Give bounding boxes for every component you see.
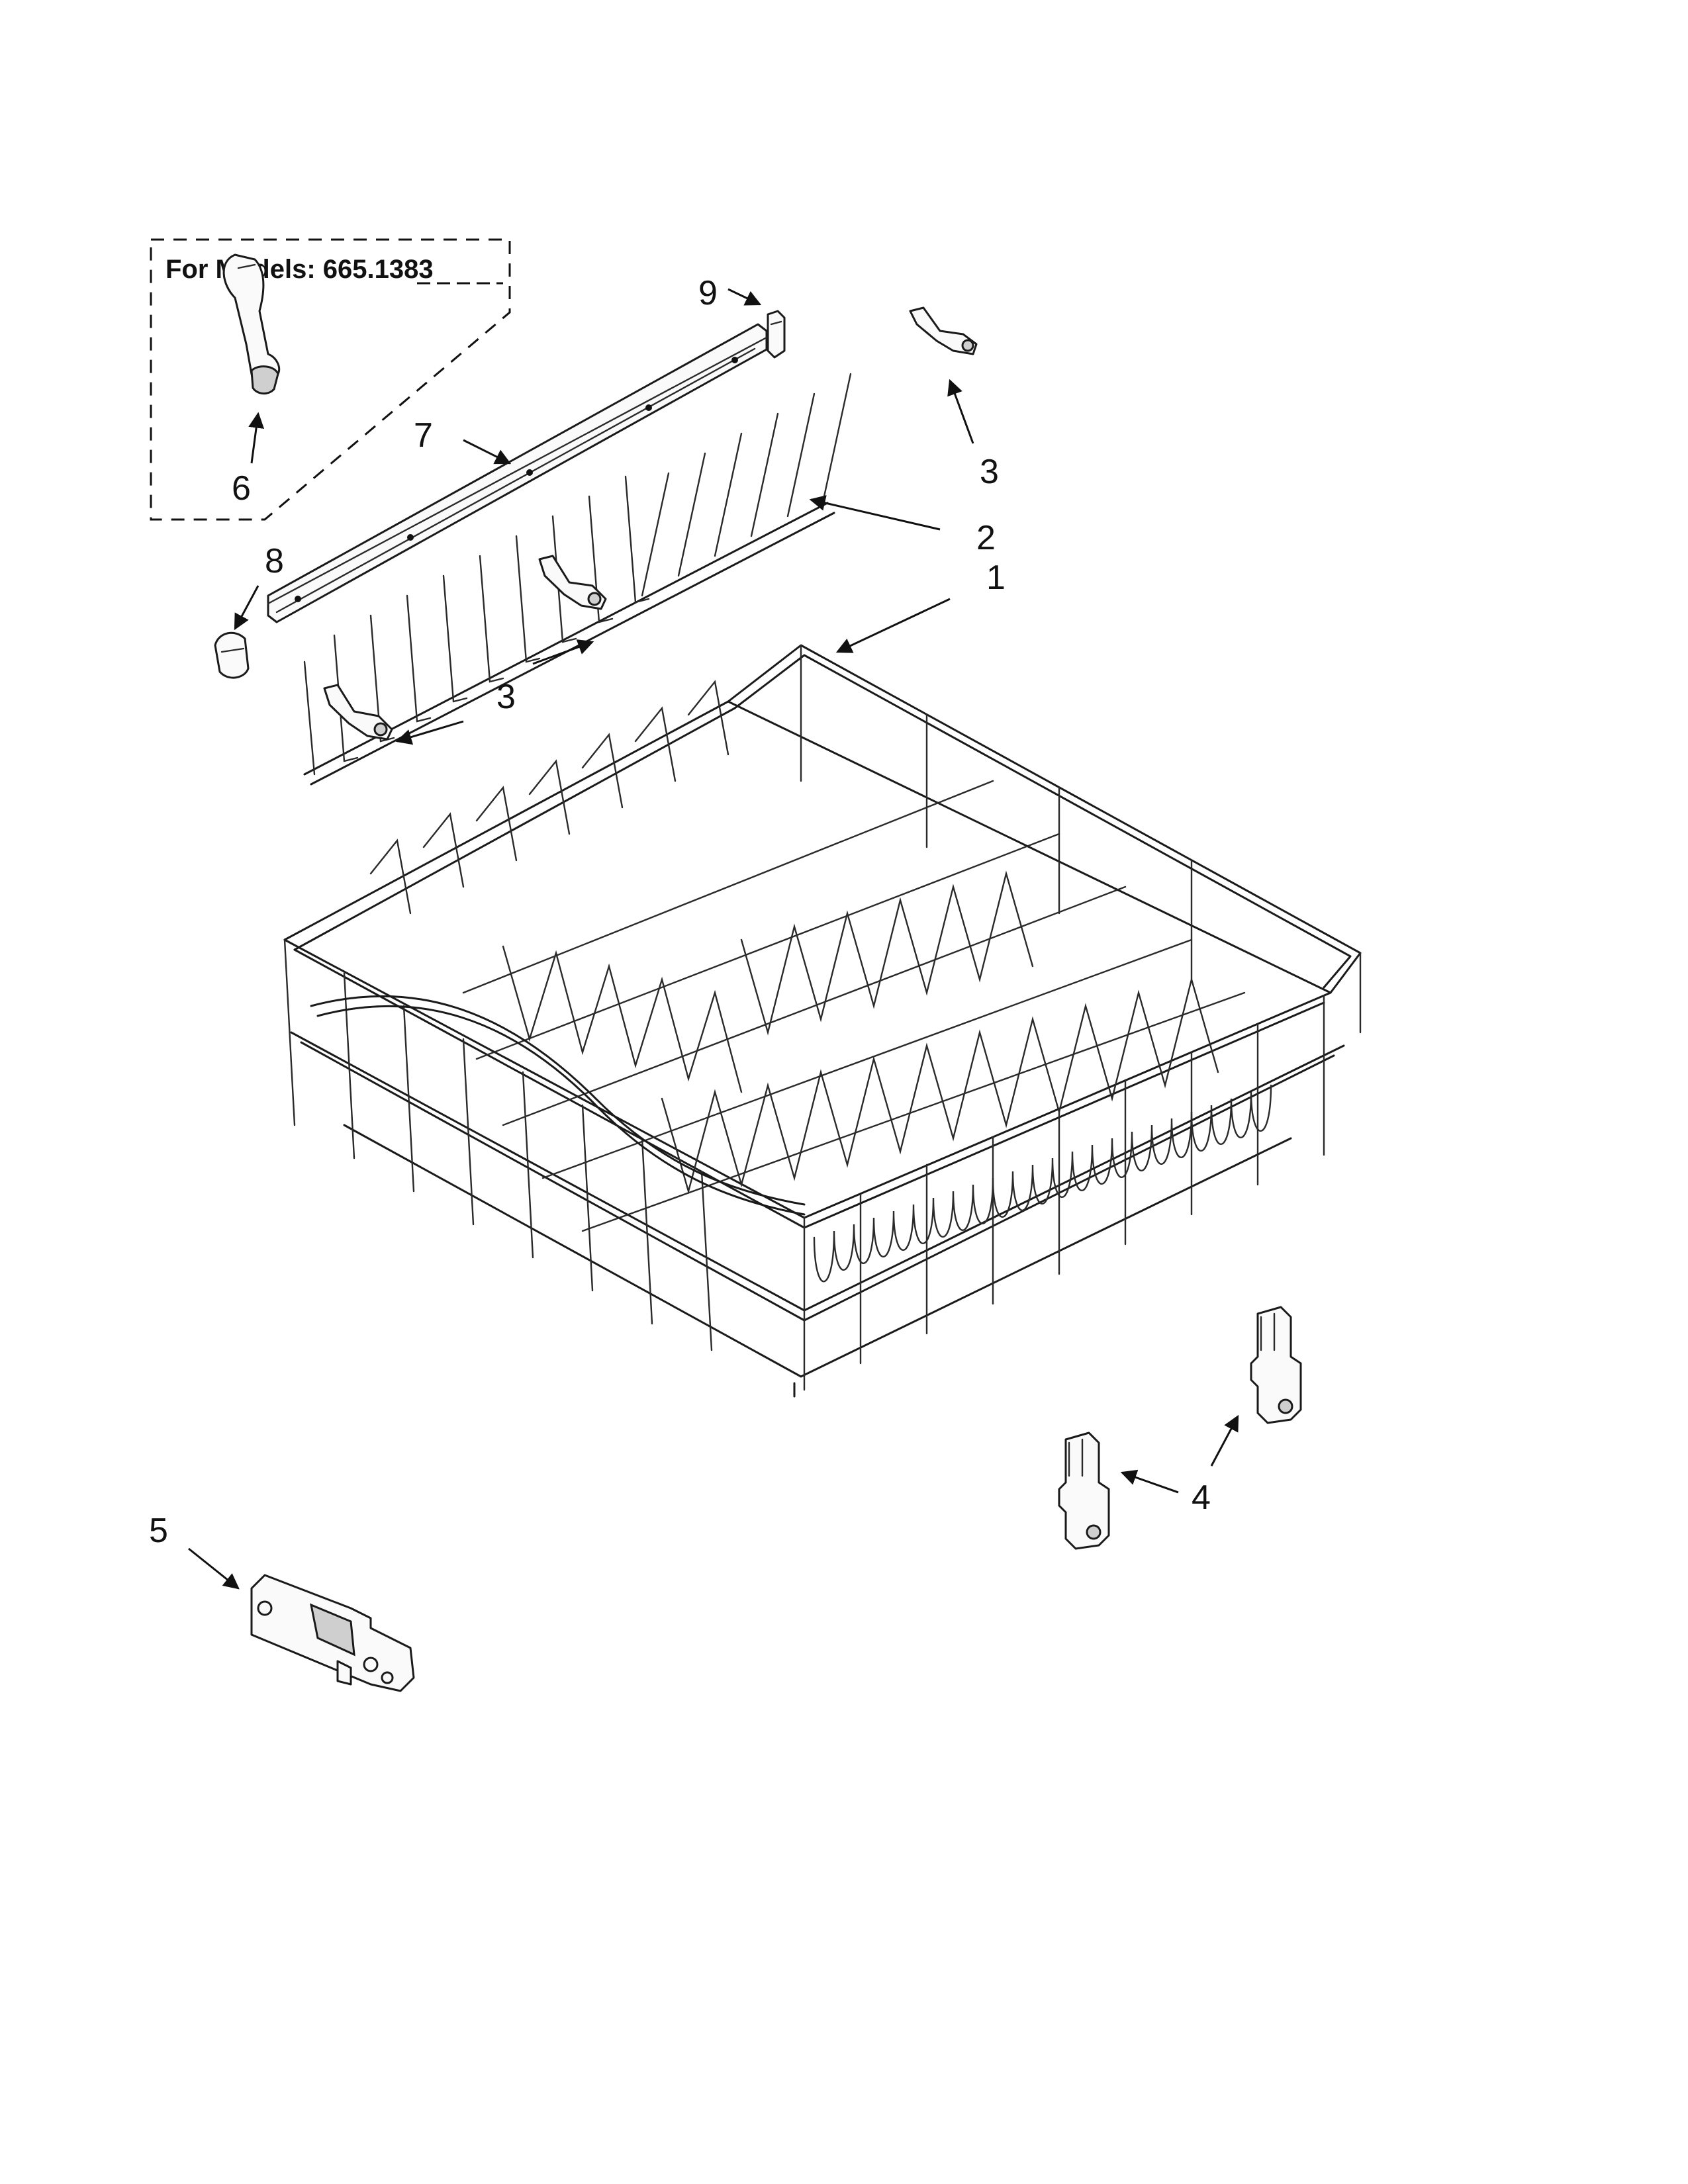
callout-5: 5 [149,1512,168,1550]
pivot-clip-part-3-middle [538,555,607,610]
callout-1: 1 [986,559,1006,597]
model-note-text: For Models: 665.1383 [165,255,434,284]
callout-8: 8 [265,542,284,580]
rail-part-7 [267,323,768,623]
tine-clip-part-6 [222,253,281,394]
callout-3-lower: 3 [496,678,516,716]
adjuster-part-4-right [1250,1306,1302,1424]
model-note-box: For Models: 665.1383 [150,238,511,521]
callout-6: 6 [232,469,251,508]
upper-rack-part-1 [283,644,1362,1398]
pivot-clip-part-3-upper [909,306,978,355]
bracket-part-5 [250,1574,415,1692]
cap-part-8 [214,631,250,679]
end-clip-part-9 [767,310,786,359]
callout-2: 2 [976,519,996,557]
leader-lines [188,288,1239,1590]
adjuster-part-4-left [1058,1432,1110,1550]
callout-9: 9 [698,274,718,312]
callout-4: 4 [1192,1479,1211,1517]
callout-3-upper: 3 [980,453,999,491]
pivot-clip-part-3-lower [323,684,393,741]
callout-7: 7 [414,416,433,455]
callout-labels: 1 2 3 3 4 5 6 7 8 9 [149,274,1211,1550]
